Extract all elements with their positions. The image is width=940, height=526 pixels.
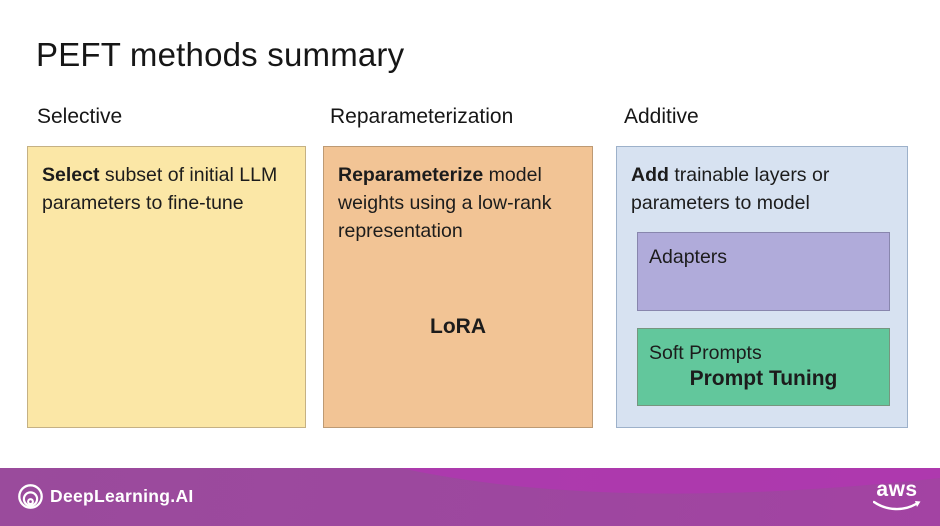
soft-prompts-box: Soft Prompts Prompt Tuning: [637, 328, 890, 406]
aws-logo: aws: [872, 478, 921, 518]
lora-method-label: LoRA: [430, 315, 486, 338]
reparameterization-lead-word: Reparameterize: [338, 164, 484, 186]
deeplearning-logo-icon: [18, 484, 43, 509]
reparameterization-body-text: model weights using a low-rank represent…: [338, 164, 552, 242]
footer-wave-decoration: [400, 468, 940, 494]
column-header-additive: Additive: [624, 105, 699, 128]
aws-logo-text: aws: [876, 478, 918, 501]
selective-description: Select subset of initial LLM parameters …: [28, 147, 305, 217]
additive-lead-word: Add: [631, 164, 669, 186]
selective-box: Select subset of initial LLM parameters …: [27, 146, 306, 428]
deeplearning-brand-text: DeepLearning.AI: [50, 486, 194, 506]
aws-smile-icon: [872, 500, 921, 511]
footer-bar: DeepLearning.AI aws: [0, 468, 940, 526]
soft-prompts-label: Soft Prompts: [649, 342, 762, 364]
adapters-label: Adapters: [649, 246, 728, 268]
selective-lead-word: Select: [42, 164, 100, 186]
column-header-reparameterization: Reparameterization: [330, 105, 514, 128]
selective-body-text: subset of initial LLM parameters to fine…: [42, 164, 278, 214]
reparameterization-box: Reparameterize model weights using a low…: [323, 146, 593, 428]
reparameterization-description: Reparameterize model weights using a low…: [324, 147, 592, 245]
prompt-tuning-label: Prompt Tuning: [689, 367, 838, 390]
column-header-selective: Selective: [37, 105, 123, 128]
deeplearning-brand: DeepLearning.AI: [17, 483, 194, 510]
adapters-box: Adapters: [637, 232, 890, 311]
additive-body-text: trainable layers or parameters to model: [631, 164, 830, 214]
additive-description: Add trainable layers or parameters to mo…: [617, 147, 907, 217]
additive-box: Add trainable layers or parameters to mo…: [616, 146, 908, 428]
page-title: PEFT methods summary: [36, 36, 405, 74]
